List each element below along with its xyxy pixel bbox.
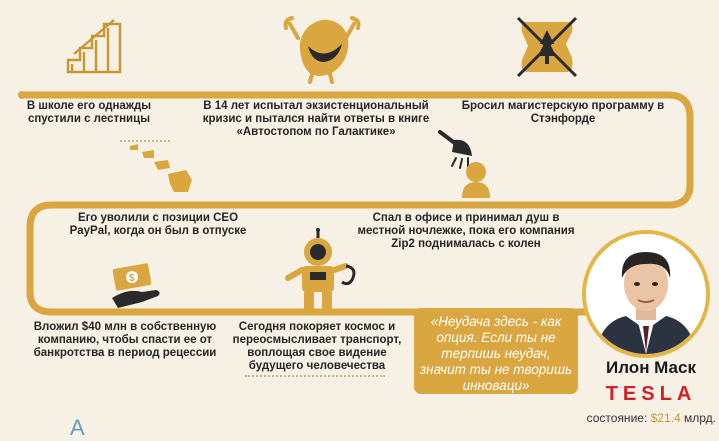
step-invest: Вложил $40 млн в собственную компанию, ч… xyxy=(33,321,217,359)
astronaut-icon xyxy=(285,228,356,312)
worth-label: состояние: xyxy=(586,411,648,425)
step-stanford: Бросил магистерскую программу в Стэнфорд… xyxy=(461,100,665,125)
avatar xyxy=(582,230,710,358)
step-space: Сегодня покоряет космос и переосмысливае… xyxy=(232,321,402,372)
timeline-path xyxy=(18,91,694,316)
stanford-logo-icon xyxy=(516,16,578,78)
money-hand-icon: $ xyxy=(112,263,160,308)
shower-icon xyxy=(438,130,490,198)
step-zip2: Спал в офисе и принимал душ в местной но… xyxy=(357,212,575,250)
step-paypal: Его уволили с позиции CEO PayPal, когда … xyxy=(69,212,247,237)
stairs-icon xyxy=(66,19,122,74)
step-school: В школе его однажды спустили с лестницы xyxy=(26,100,152,125)
monster-icon xyxy=(283,16,361,84)
worth-unit: млрд. xyxy=(684,411,716,425)
footer-title: А xyxy=(70,415,85,440)
islands-icon xyxy=(130,144,192,192)
dotted-divider xyxy=(245,375,385,377)
step-crisis: В 14 лет испытал экзистенциональный криз… xyxy=(202,100,430,138)
person-name: Илон Маск xyxy=(606,358,696,377)
net-worth: состояние: $21.4 млрд. xyxy=(556,411,716,425)
dotted-divider xyxy=(120,140,170,142)
tesla-logo: TESLA xyxy=(605,383,697,405)
svg-text:$: $ xyxy=(129,273,135,284)
worth-value: $21.4 xyxy=(650,411,681,425)
quote-box: «Неудача здесь - как опция. Если ты не т… xyxy=(414,308,578,394)
